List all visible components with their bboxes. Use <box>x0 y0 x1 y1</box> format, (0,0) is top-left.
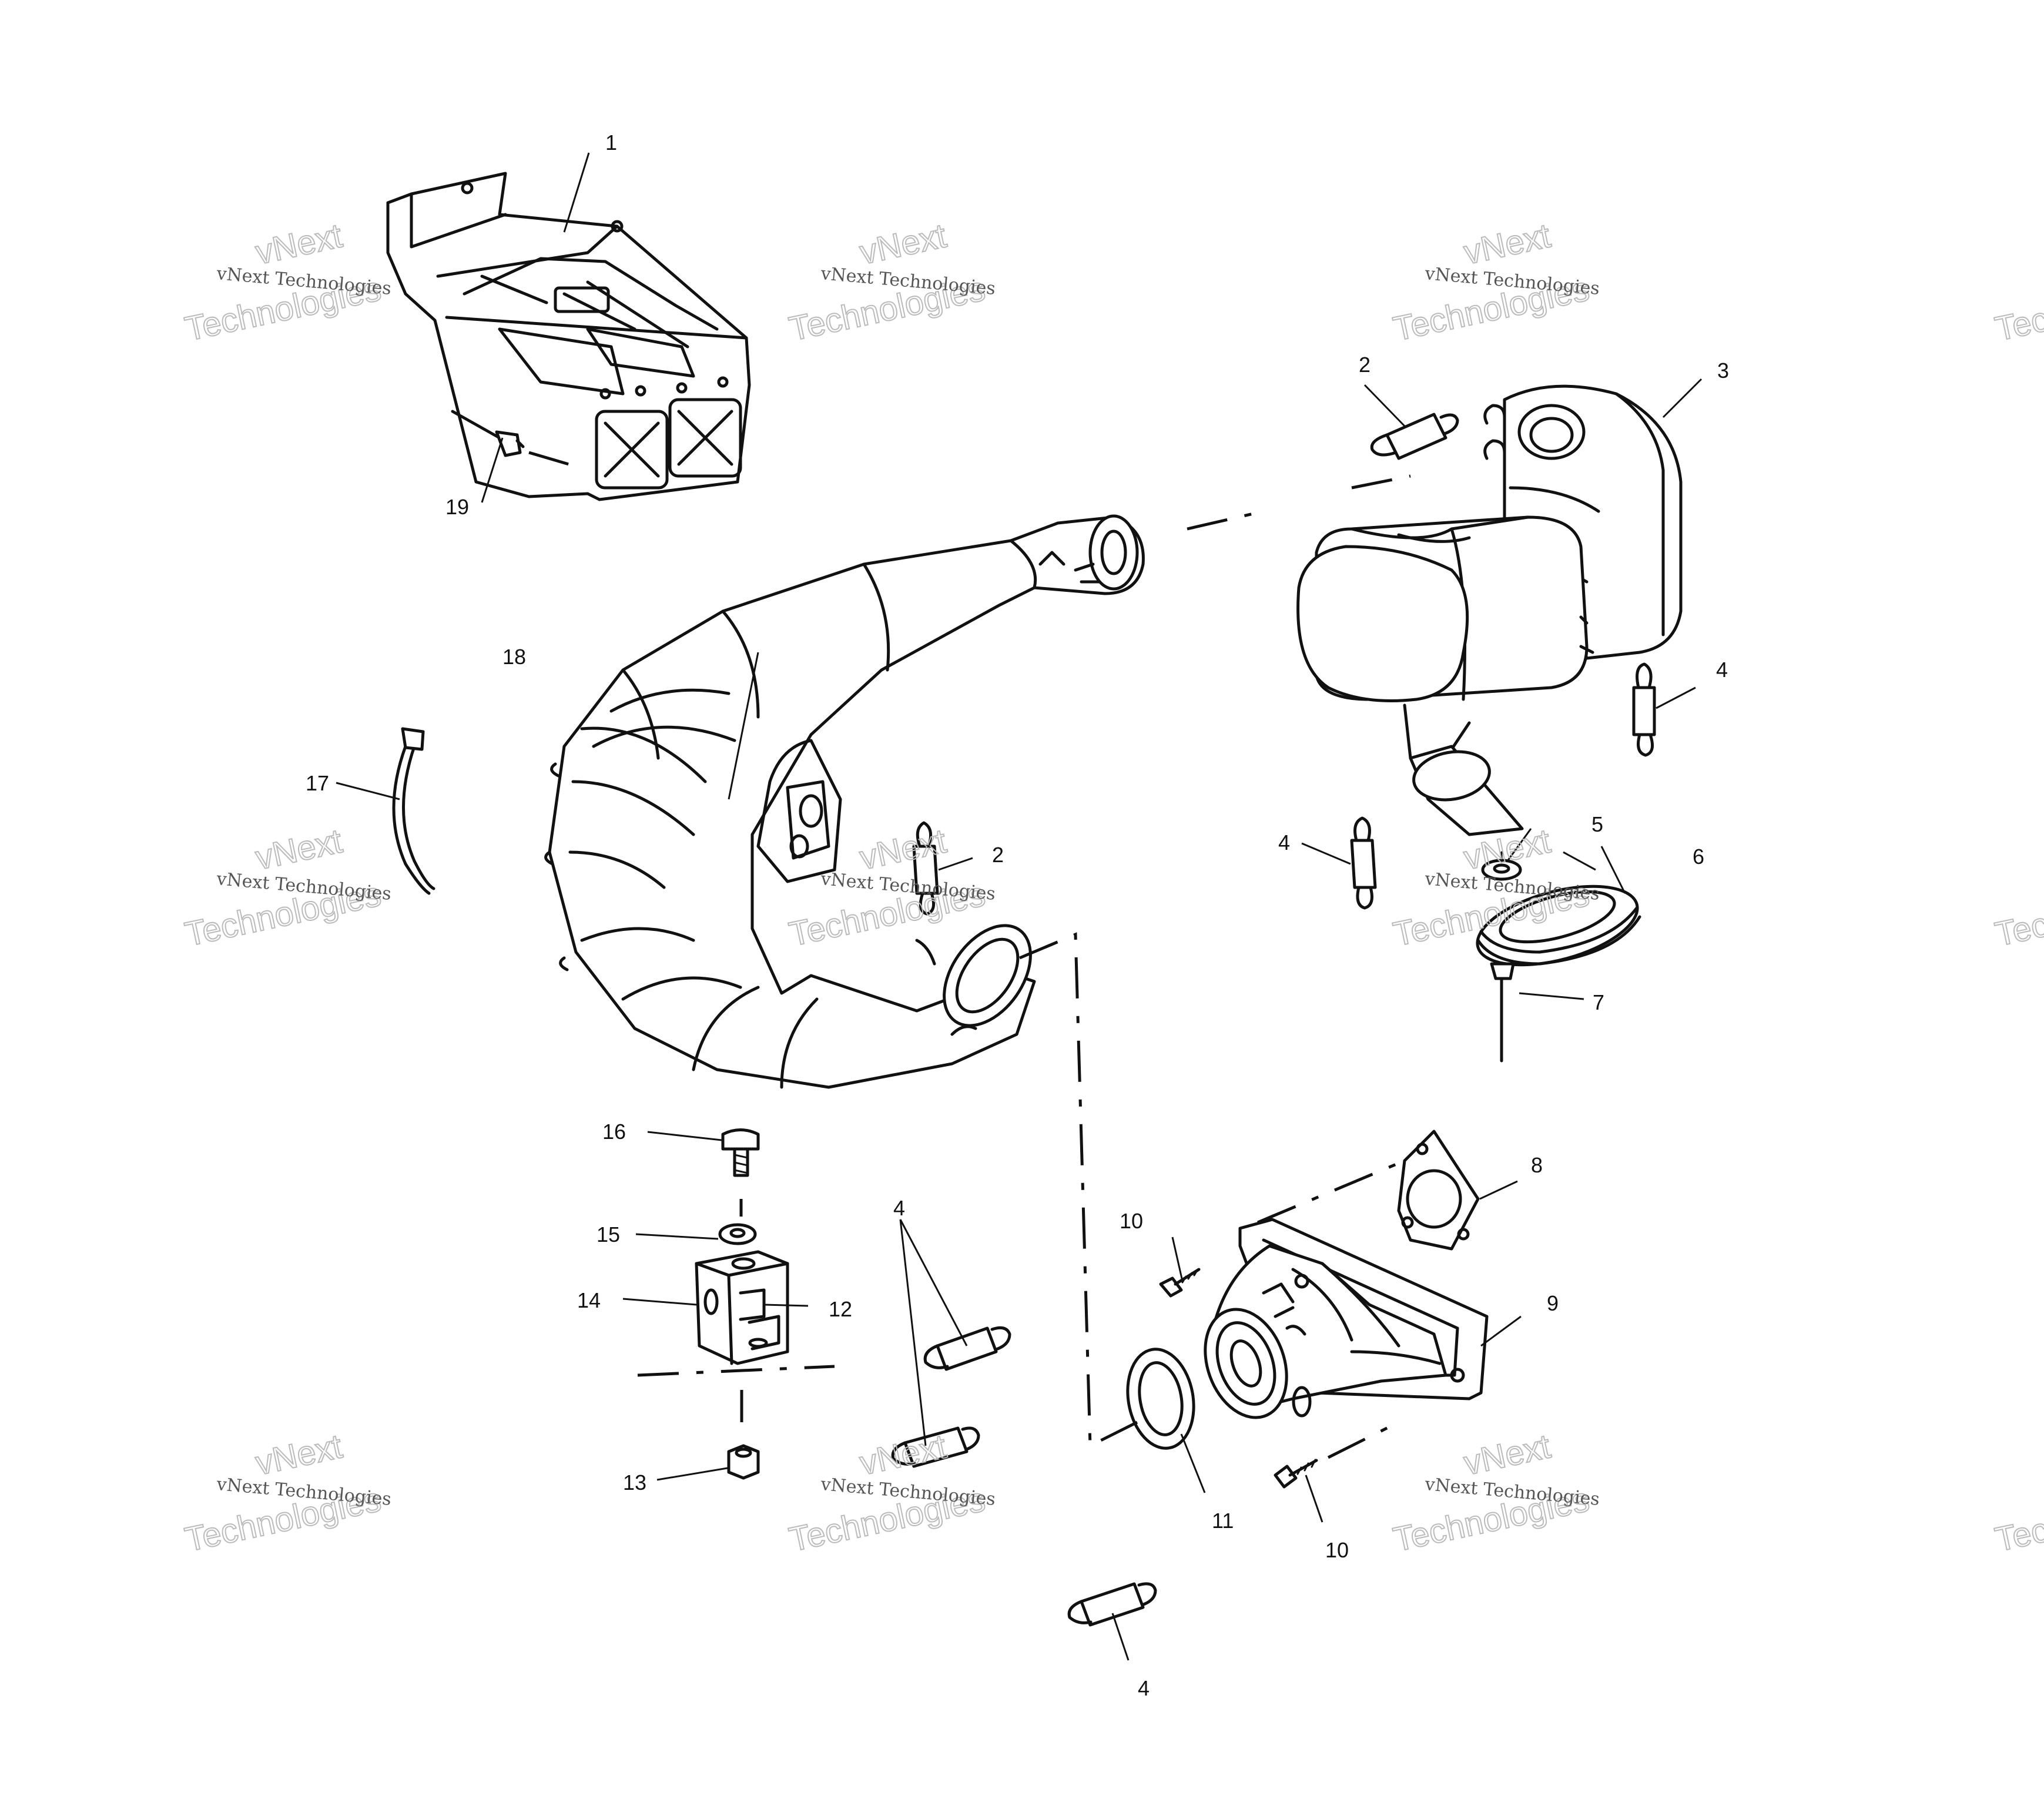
leader-lines <box>336 152 1703 1661</box>
callout-14: 14 <box>577 1288 601 1312</box>
callout-12: 12 <box>829 1297 852 1321</box>
callout-8: 8 <box>1531 1153 1543 1177</box>
callout-10-lower: 10 <box>1325 1538 1349 1562</box>
part-18-expansion-chamber <box>544 514 1145 1089</box>
callout-1: 1 <box>605 130 617 155</box>
part-8-gasket <box>1257 1130 1480 1251</box>
spring-4-lower-a <box>923 1326 1011 1371</box>
watermark-script: vNext <box>252 216 346 272</box>
part-10-bolt-lower <box>1274 1420 1400 1489</box>
watermark-top-left: Technologies vNext Technologies <box>181 263 392 349</box>
callout-2-upper: 2 <box>1359 353 1371 377</box>
callout-4-center: 4 <box>1278 830 1290 855</box>
part-1-exhaust-bracket <box>386 172 751 501</box>
callout-4-right: 4 <box>1716 658 1728 682</box>
watermark-right-edge: Technologies Technologies Technologies <box>1991 269 2044 1560</box>
spring-4-bottom <box>1067 1582 1157 1627</box>
callout-17: 17 <box>306 771 329 795</box>
part-11-ring-gasket <box>1126 1348 1195 1450</box>
callout-19: 19 <box>445 495 469 519</box>
callout-7: 7 <box>1593 990 1604 1014</box>
callout-2-middle: 2 <box>992 843 1004 867</box>
watermark-bottom-right: Technologies vNext Technologies <box>1389 1474 1600 1560</box>
watermark-script: vNext <box>856 216 950 272</box>
part-6-grommet <box>1476 884 1641 967</box>
mount-dash-line <box>637 1365 835 1422</box>
spring-2-upper <box>1187 413 1459 531</box>
part-9-exhaust-manifold <box>1204 1218 1489 1419</box>
watermark-outline-text: Technologies <box>1992 875 2044 954</box>
watermark-script: vNext <box>252 1427 346 1482</box>
watermark-top-right: Technologies vNext Technologies <box>1389 263 1600 349</box>
watermark-mid-center: Technologies vNext Technologies <box>785 869 996 954</box>
watermark-script: vNext <box>856 1427 950 1482</box>
callout-4-bottom: 4 <box>1138 1676 1150 1700</box>
spring-4-lower-b <box>891 1426 980 1468</box>
watermark-outline-text: Technologies <box>1992 1480 2044 1559</box>
spring-4-right <box>1632 662 1656 757</box>
watermark-bottom-left: Technologies vNext Technologies <box>181 1474 392 1560</box>
part-17-strap <box>392 727 435 895</box>
part-14-mount-bracket <box>695 1250 789 1365</box>
watermark-top-center: Technologies vNext Technologies <box>785 263 996 349</box>
callout-6: 6 <box>1693 845 1704 869</box>
pipe-to-manifold-dash-line <box>1019 932 1138 1448</box>
watermark-bottom-center: Technologies vNext Technologies <box>785 1474 996 1560</box>
part-10-bolt-upper <box>1159 1268 1201 1298</box>
spring-4-center <box>1350 816 1377 910</box>
callout-5: 5 <box>1591 812 1603 836</box>
callout-11: 11 <box>1212 1509 1234 1533</box>
part-3-silencer <box>1296 384 1683 836</box>
part-13-nut <box>727 1444 760 1480</box>
callout-4-left: 4 <box>893 1196 905 1220</box>
watermark-script: vNext <box>1460 1427 1554 1482</box>
callout-13: 13 <box>623 1470 646 1495</box>
callout-18: 18 <box>502 645 526 669</box>
watermark-outline-text: Technologies <box>1992 270 2044 349</box>
spring-2-middle <box>912 821 939 916</box>
part-16-bolt <box>721 1128 760 1217</box>
callout-10-upper: 10 <box>1120 1209 1143 1233</box>
callout-15: 15 <box>597 1222 620 1247</box>
part-7-rivet <box>1490 962 1515 1063</box>
watermark-script: vNext <box>1460 216 1554 272</box>
callout-9: 9 <box>1547 1291 1559 1315</box>
watermark-mid-left: Technologies vNext Technologies <box>181 869 392 954</box>
callout-labels: 1 2 2 3 4 4 4 4 5 6 7 8 9 10 10 11 12 13… <box>306 130 1729 1700</box>
part-15-washer <box>718 1223 757 1245</box>
watermark-script: vNext <box>252 822 346 877</box>
part-5-washer <box>1481 851 1522 881</box>
callout-16: 16 <box>602 1120 626 1144</box>
callout-3: 3 <box>1717 358 1729 383</box>
